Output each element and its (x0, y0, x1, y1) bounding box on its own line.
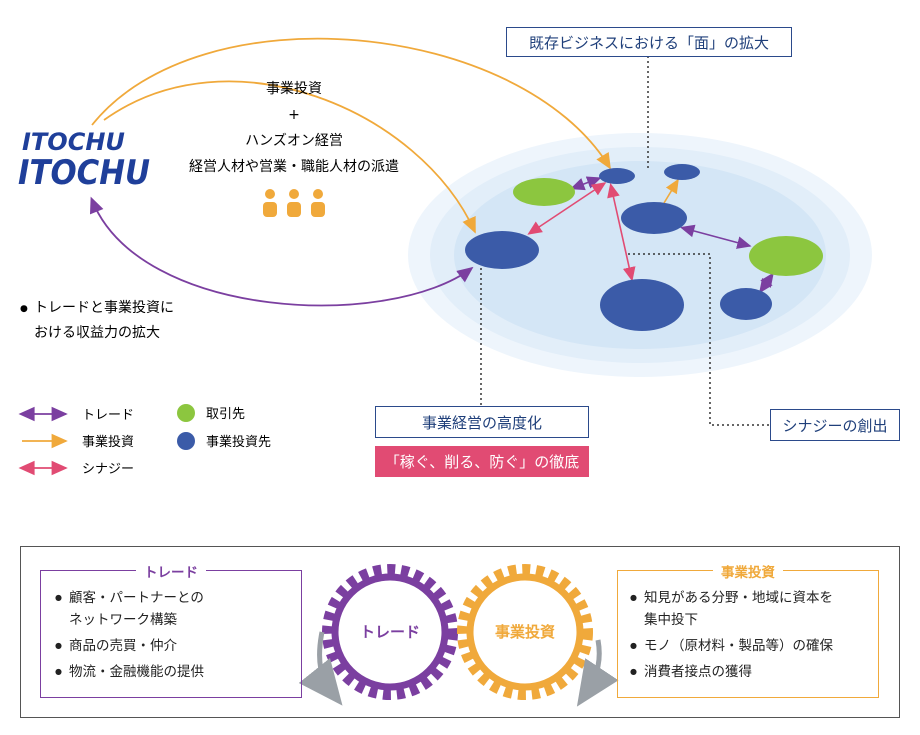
investment-panel-title: 事業投資 (713, 561, 783, 581)
legend-investee-dot (177, 432, 195, 450)
label-handson: ハンズオン経営 (245, 133, 343, 149)
trade-panel: トレード 顧客・パートナーとの ネットワーク構築 商品の売買・仲介 物流・金融機… (40, 561, 302, 698)
investment-arrow-mid-topright (663, 178, 679, 204)
people-icon (263, 189, 325, 217)
synergy-arrow-top-bottom (607, 182, 636, 282)
rotation-arrow-right-icon (576, 639, 619, 707)
investment-panel: 事業投資 知見がある分野・地域に資本を 集中投下 モノ（原材料・製品等）の確保 … (617, 561, 879, 698)
trade-arrow-green2-bottomright (759, 272, 774, 294)
callout-management: 事業経営の高度化 (375, 406, 589, 438)
list-item: 知見がある分野・地域に資本を 集中投下 (630, 587, 833, 631)
trade-panel-list: 顧客・パートナーとの ネットワーク構築 商品の売買・仲介 物流・金融機能の提供 (55, 587, 204, 683)
legend-investee-label: 事業投資先 (206, 434, 271, 450)
list-item: モノ（原材料・製品等）の確保 (630, 635, 833, 657)
legend-investment-label: 事業投資 (82, 434, 134, 450)
label-dispatch: 経営人材や営業・職能人材の派遣 (189, 159, 399, 175)
investment-arrow-to-large (103, 80, 476, 234)
gear-trade-label: トレード (360, 623, 420, 641)
connector-synergy (628, 253, 770, 426)
revenue-note-line2: おける収益力の拡大 (34, 325, 160, 341)
legend-partner-dot (177, 404, 195, 422)
gear-investment-label: 事業投資 (495, 623, 555, 641)
investee-node-bottomright (720, 288, 772, 320)
list-item: 物流・金融機能の提供 (55, 661, 204, 683)
investee-node-top (599, 168, 635, 184)
list-item: 顧客・パートナーとの ネットワーク構築 (55, 587, 204, 631)
investment-gear-icon (457, 564, 593, 700)
synergy-arrow-large-top (527, 182, 607, 235)
investee-node-large (465, 231, 539, 269)
legend-synergy-label: シナジー (82, 462, 134, 477)
label-plus: + (288, 107, 300, 123)
trade-arrow-mid-green2 (679, 224, 752, 249)
investment-arrow-to-top (91, 37, 611, 170)
revenue-bullet: ● (20, 304, 28, 314)
revenue-note-line1: トレードと事業投資に (34, 300, 174, 316)
legend-partner-label: 取引先 (206, 407, 245, 422)
list-item: 商品の売買・仲介 (55, 635, 204, 657)
itochu-logo-top: ITOCHU (22, 128, 125, 156)
itochu-logo: ITOCHU (18, 153, 150, 193)
legend-trade-label: トレード (82, 408, 134, 423)
bottom-panel (20, 546, 900, 718)
investee-node-mid (621, 202, 687, 234)
callout-earn-cut-defend: 「稼ぐ、削る、防ぐ」の徹底 (375, 446, 589, 477)
trade-panel-title: トレード (136, 561, 206, 581)
investee-node-topright (664, 164, 700, 180)
partner-node-1 (513, 178, 575, 206)
callout-existing-business: 既存ビジネスにおける「面」の拡大 (506, 27, 792, 57)
partner-node-2 (749, 236, 823, 276)
callout-synergy: シナジーの創出 (770, 409, 900, 441)
investee-node-bottom (600, 279, 684, 331)
label-investment: 事業投資 (266, 81, 322, 97)
investment-panel-list: 知見がある分野・地域に資本を 集中投下 モノ（原材料・製品等）の確保 消費者接点… (630, 587, 833, 683)
trade-gear-icon (322, 564, 458, 700)
trade-arrow-itochu (90, 196, 474, 307)
list-item: 消費者接点の獲得 (630, 661, 833, 683)
rotation-arrow-left-icon (298, 631, 343, 706)
